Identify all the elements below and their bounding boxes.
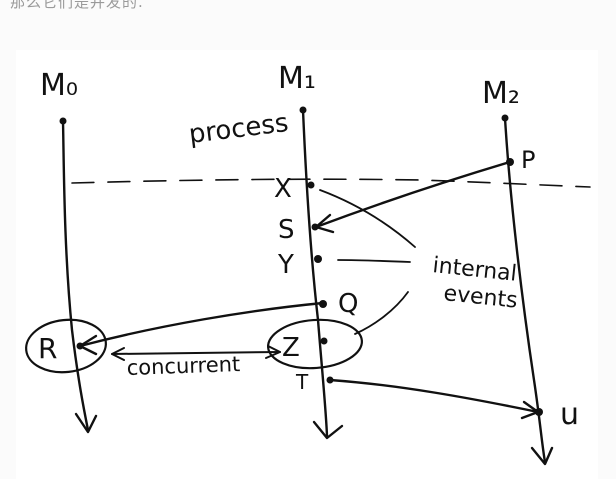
- event-dot-q: [319, 300, 327, 308]
- event-label-t: T: [295, 370, 309, 394]
- annotation-events: events: [442, 281, 518, 314]
- top-caption: 那么它们是并发的.: [10, 0, 144, 11]
- concurrent-arrow: [111, 345, 281, 361]
- event-dot-r: [76, 342, 84, 350]
- dashed-cut-line: [71, 178, 591, 188]
- event-label-x: X: [274, 174, 292, 204]
- event-label-z: Z: [282, 333, 300, 363]
- pointer-internal-to-z: [354, 291, 409, 335]
- event-dot-u: [535, 408, 543, 416]
- event-label-r: R: [38, 332, 57, 365]
- annotation-concurrent: concurrent: [126, 352, 240, 380]
- process-line-m2: [501, 114, 554, 466]
- event-dot-p: [506, 158, 514, 166]
- event-label-q: Q: [338, 289, 358, 319]
- message-t-to-u: [328, 378, 540, 420]
- event-label-y: Y: [277, 250, 294, 280]
- event-dot-y: [314, 255, 322, 263]
- event-label-u: u: [560, 397, 579, 432]
- process-line-m0: [59, 117, 98, 434]
- label-process: process: [187, 108, 290, 150]
- label-m0: M₀: [40, 68, 78, 103]
- circle-around-r: [25, 318, 107, 374]
- event-label-p: P: [521, 146, 535, 174]
- circle-around-z: [266, 318, 364, 370]
- event-dot-z: [320, 337, 328, 345]
- event-dot-t: [326, 376, 334, 384]
- event-dot-x: [307, 181, 315, 189]
- event-dot-s: [311, 223, 319, 231]
- diagram-panel: [16, 50, 598, 479]
- pointer-internal-to-x: [319, 189, 416, 248]
- label-m1: M₁: [278, 61, 316, 96]
- process-line-m1: [299, 106, 344, 440]
- pointer-internal-to-y: [337, 259, 411, 263]
- event-label-s: S: [278, 215, 295, 245]
- label-m2: M₂: [482, 76, 520, 111]
- message-p-to-s: [314, 160, 512, 234]
